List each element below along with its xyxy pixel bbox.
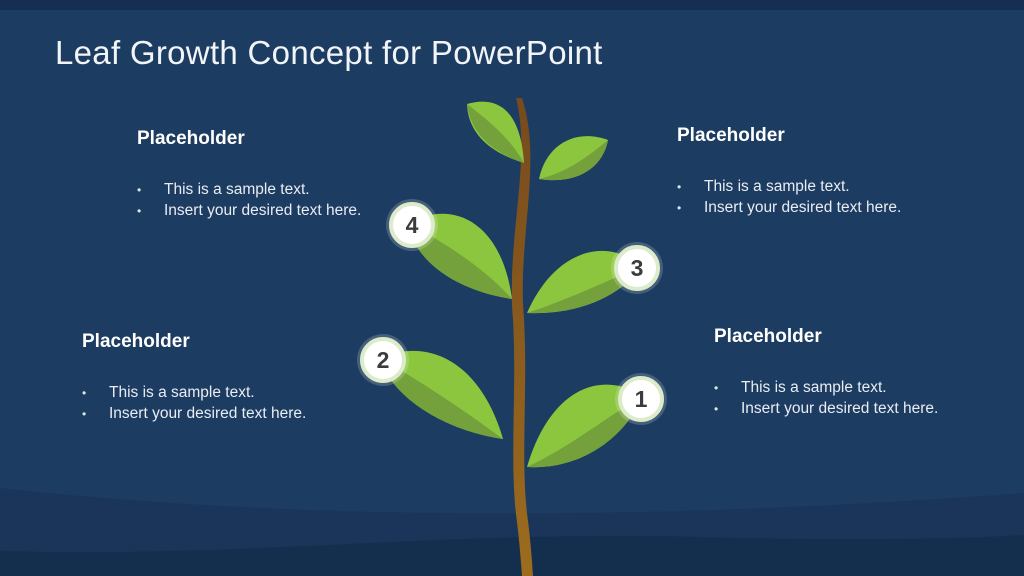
bullet-text: This is a sample text. xyxy=(164,181,310,198)
background-wave-mid xyxy=(0,488,1024,576)
placeholder-block-bottom-left: Placeholder • This is a sample text. • I… xyxy=(82,332,306,424)
bullet-item: • Insert your desired text here. xyxy=(82,404,306,425)
placeholder-block-top-left: Placeholder • This is a sample text. • I… xyxy=(137,129,361,221)
bullet-dot: • xyxy=(714,401,719,416)
marker-number: 4 xyxy=(405,211,419,238)
placeholder-heading: Placeholder xyxy=(714,326,822,347)
bullet-dot: • xyxy=(714,381,719,395)
marker-number: 3 xyxy=(630,254,644,281)
bullet-dot: • xyxy=(677,180,682,194)
placeholder-bullets: • This is a sample text. • Insert your d… xyxy=(677,177,901,218)
bullet-item: • This is a sample text. xyxy=(137,180,361,201)
bullet-dot: • xyxy=(82,406,87,421)
placeholder-block-top-right: Placeholder • This is a sample text. • I… xyxy=(677,126,901,218)
bullet-text: Insert your desired text here. xyxy=(741,399,939,417)
bullet-item: • This is a sample text. xyxy=(714,378,938,399)
slide-title: Leaf Growth Concept for PowerPoint xyxy=(55,34,603,71)
stem xyxy=(511,98,533,576)
sprout-leaf-right xyxy=(539,136,608,181)
placeholder-heading: Placeholder xyxy=(82,331,190,352)
leaf-marker-2: 2 xyxy=(360,337,406,383)
bullet-item: • This is a sample text. xyxy=(677,177,901,198)
bullet-dot: • xyxy=(137,203,142,218)
bullet-text: Insert your desired text here. xyxy=(164,201,362,219)
leaf-marker-3: 3 xyxy=(614,245,660,291)
placeholder-heading: Placeholder xyxy=(137,128,245,149)
bullet-item: • Insert your desired text here. xyxy=(714,399,938,420)
bullet-item: • This is a sample text. xyxy=(82,383,306,404)
placeholder-bullets: • This is a sample text. • Insert your d… xyxy=(82,383,306,424)
placeholder-bullets: • This is a sample text. • Insert your d… xyxy=(714,378,938,419)
bullet-text: This is a sample text. xyxy=(109,384,255,401)
bullet-text: Insert your desired text here. xyxy=(109,404,307,422)
bullet-text: Insert your desired text here. xyxy=(704,198,902,216)
bullet-dot: • xyxy=(677,200,682,215)
bullet-text: This is a sample text. xyxy=(741,379,887,396)
background-wave-dark xyxy=(0,535,1024,576)
bullet-dot: • xyxy=(82,386,87,400)
leaf-marker-1: 1 xyxy=(618,376,664,422)
leaf-marker-4: 4 xyxy=(389,202,435,248)
bullet-text: This is a sample text. xyxy=(704,178,850,195)
bullet-item: • Insert your desired text here. xyxy=(677,198,901,219)
placeholder-bullets: • This is a sample text. • Insert your d… xyxy=(137,180,361,221)
marker-number: 2 xyxy=(376,346,390,373)
placeholder-block-bottom-right: Placeholder • This is a sample text. • I… xyxy=(714,327,938,419)
sprout-leaf-left xyxy=(467,101,524,163)
bullet-dot: • xyxy=(137,183,142,197)
marker-number: 1 xyxy=(634,385,648,412)
bullet-item: • Insert your desired text here. xyxy=(137,201,361,222)
placeholder-heading: Placeholder xyxy=(677,125,785,146)
top-accent-bar xyxy=(0,0,1024,10)
